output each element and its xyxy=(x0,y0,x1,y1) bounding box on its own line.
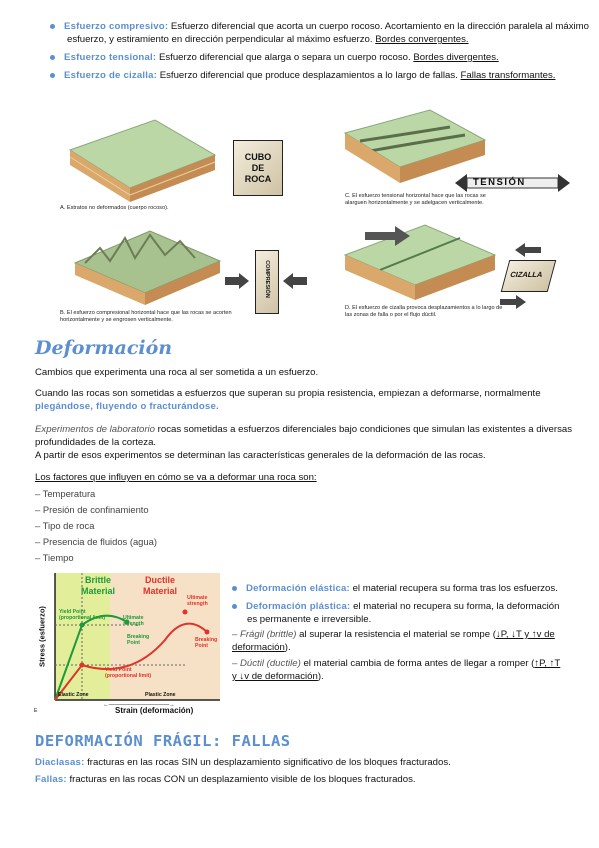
ductil-text: – Dúctil (ductile) el material cambia de… xyxy=(232,658,561,682)
list-item: – Presencia de fluidos (agua) xyxy=(35,536,157,547)
svg-text:←———————————→: ←———————————→ xyxy=(103,702,175,708)
deformacion-title: Deformación xyxy=(35,337,173,359)
deformation-types: Deformación elástica: el material recupe… xyxy=(232,582,567,683)
left-arrow-icon xyxy=(283,273,307,289)
breaking-green: Breaking Point xyxy=(127,634,150,646)
ductile-label: Ductile Material xyxy=(143,575,178,596)
cubo-label: CUBO DE ROCA xyxy=(244,151,272,184)
stress-strain-svg: ←———————————→ xyxy=(54,573,220,708)
experimentos-text: Experimentos de laboratorio rocas someti… xyxy=(35,424,573,448)
caption-a: A. Estratos no deformados (cuerpo rocoso… xyxy=(60,205,169,211)
list-item: – Presión de confinamiento xyxy=(35,504,149,515)
elastic-zone-label: Elastic Zone xyxy=(58,692,89,698)
bullet-dot-icon xyxy=(232,603,237,609)
rock-cube: CUBO DE ROCA xyxy=(233,140,283,196)
corner-letter: E xyxy=(34,708,38,714)
ductile-curve xyxy=(54,622,208,701)
y-axis-label: Stress (esfuerzo) xyxy=(37,606,47,667)
brittle-label: Brittle Material xyxy=(81,575,116,596)
fallas-title: DEFORMACIÓN FRÁGIL: FALLAS xyxy=(35,732,291,750)
cizalla-label: CIZALLA xyxy=(509,270,544,279)
list-item: – Temperatura xyxy=(35,488,96,499)
yield-point-bottom: Yield Point (proportional limit) xyxy=(105,667,152,679)
yield-point-top: Yield Point (proportional limit) xyxy=(59,609,106,621)
caption-c: C. El esfuerzo tensional horizontal hace… xyxy=(345,193,486,206)
caption-b: B. El esfuerzo compresional horizontal h… xyxy=(60,310,232,323)
stress-bullet-list: Esfuerzo compresivo: Esfuerzo diferencia… xyxy=(50,20,590,82)
tension-label: TENSIÓN xyxy=(473,177,526,188)
compression-block-illustration xyxy=(73,230,222,305)
shear-block-illustration xyxy=(343,224,497,300)
right-arrow-icon xyxy=(225,273,249,289)
ductile-zone xyxy=(110,573,220,700)
factors-title: Los factores que influyen en cómo se va … xyxy=(35,472,317,483)
list-item: – Tiempo xyxy=(35,552,74,563)
cizalla-block: CIZALLA xyxy=(500,260,557,292)
ultimate-green: Ultimate strength xyxy=(123,615,144,627)
stress-figure: A. Estratos no deformados (cuerpo rocoso… xyxy=(55,105,575,330)
compresion-label: COMPRESIÓN xyxy=(264,260,270,298)
bullet-cizalla: Esfuerzo de cizalla: Esfuerzo diferencia… xyxy=(50,69,590,82)
bullet-dot-icon xyxy=(50,23,55,29)
stress-strain-graph: ←———————————→ Brittle Material Ductile M… xyxy=(34,570,225,720)
tension-arrow: TENSIÓN xyxy=(455,172,570,194)
elastica-text: Deformación elástica: el material recupe… xyxy=(232,582,567,595)
bullet-compresivo: Esfuerzo compresivo: Esfuerzo diferencia… xyxy=(50,20,590,46)
conclusion-text: A partir de esos experimentos se determi… xyxy=(35,450,486,461)
deformacion-body: Cambios que experimenta una roca al ser … xyxy=(35,366,580,566)
ultimate-red: Ultimate strength xyxy=(187,595,208,607)
list-item: – Tipo de roca xyxy=(35,520,95,531)
fallas-text: Fallas: fracturas en las rocas CON un de… xyxy=(35,774,416,785)
bullet-dot-icon xyxy=(50,72,55,78)
x-axis-label: Strain (deformación) xyxy=(115,706,194,715)
caption-d: D. El esfuerzo de cizalla provoca despla… xyxy=(345,305,503,318)
plastica-text: Deformación plástica: el material no rec… xyxy=(232,600,567,626)
rocks-text: Cuando las rocas son sometidas a esfuerz… xyxy=(35,388,541,412)
double-arrow-icon xyxy=(455,174,570,192)
left-arrow-icon xyxy=(515,243,541,257)
bullet-dot-icon xyxy=(50,54,55,60)
diaclasas-text: Diaclasas: fracturas en las rocas SIN un… xyxy=(35,757,451,768)
breaking-red: Breaking Point xyxy=(195,637,218,649)
bullet-dot-icon xyxy=(232,585,237,591)
plastic-zone-label: Plastic Zone xyxy=(145,692,176,698)
compression-block: COMPRESIÓN xyxy=(255,250,279,314)
right-arrow-icon xyxy=(500,295,526,309)
definition-text: Cambios que experimenta una roca al ser … xyxy=(35,367,319,378)
bullet-tensional: Esfuerzo tensional: Esfuerzo diferencial… xyxy=(50,51,590,64)
fallas-body: Diaclasas: fracturas en las rocas SIN un… xyxy=(35,756,580,786)
fragil-text: – Frágil (brittle) al superar la resiste… xyxy=(232,629,555,653)
tension-block-illustration xyxy=(343,109,487,183)
factors-list: – Temperatura – Presión de confinamiento… xyxy=(35,486,580,566)
undeformed-block-illustration xyxy=(68,119,217,202)
